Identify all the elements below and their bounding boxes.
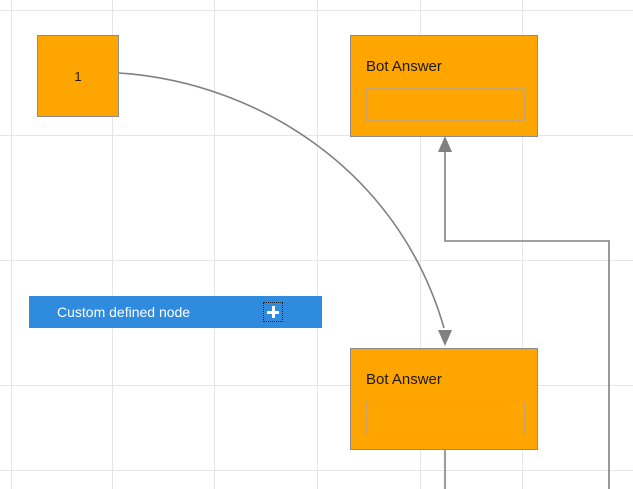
node-bot-answer-top-title: Bot Answer xyxy=(366,58,442,75)
custom-defined-node-label: Custom defined node xyxy=(57,304,191,320)
plus-icon[interactable] xyxy=(263,302,283,322)
node-bot-answer-top[interactable]: Bot Answer xyxy=(350,35,538,137)
node-1[interactable]: 1 xyxy=(37,35,119,117)
node-bot-answer-top-slot[interactable] xyxy=(366,88,525,121)
node-1-label: 1 xyxy=(74,68,82,84)
custom-defined-node-bar[interactable]: Custom defined node xyxy=(29,296,322,328)
edge-curved[interactable] xyxy=(118,72,452,346)
node-bot-answer-bottom-slot[interactable] xyxy=(366,401,525,434)
node-bot-answer-bottom-title: Bot Answer xyxy=(366,371,442,388)
edge-orthogonal[interactable] xyxy=(438,136,610,489)
node-bot-answer-bottom[interactable]: Bot Answer xyxy=(350,348,538,450)
